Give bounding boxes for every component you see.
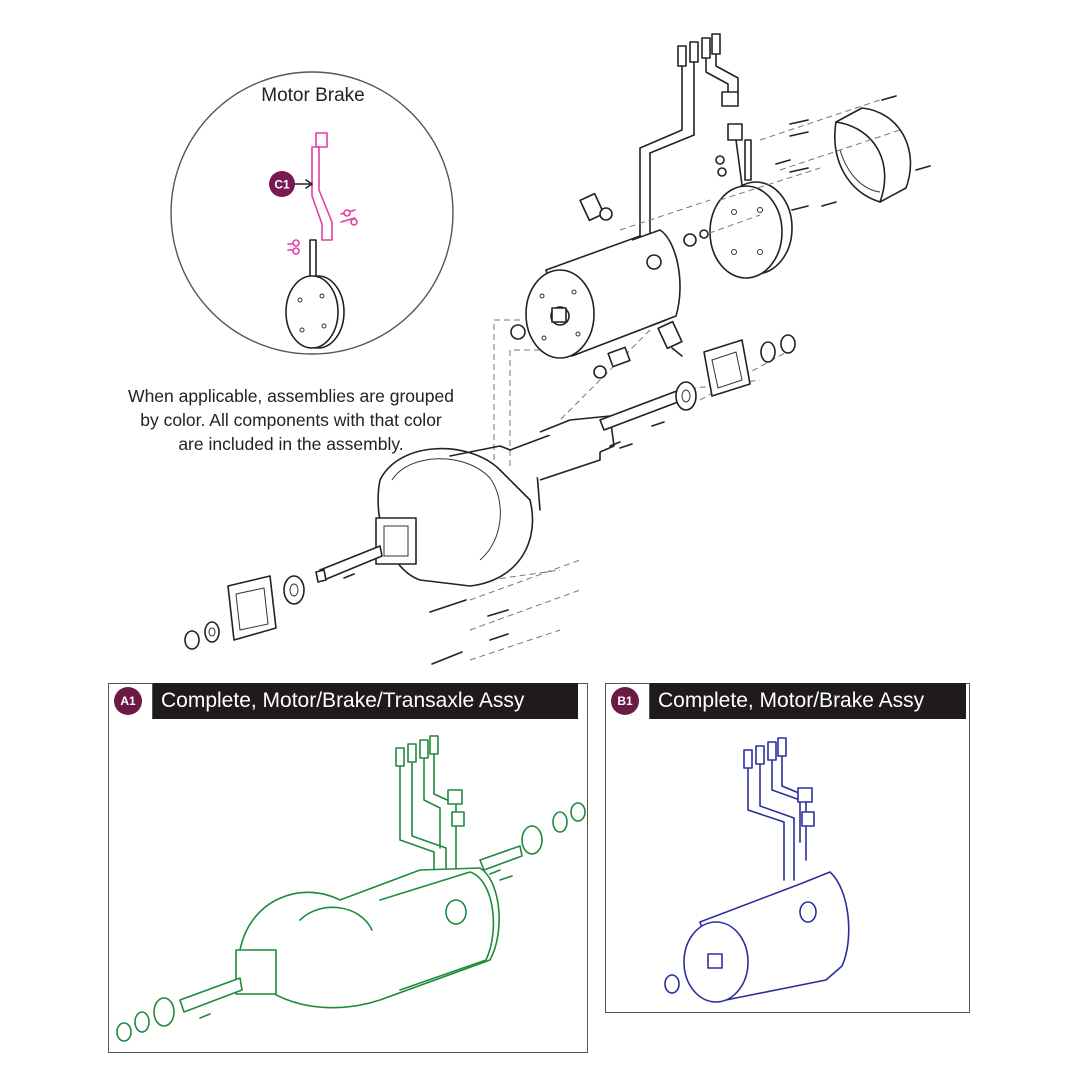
transaxle (315, 385, 695, 587)
axle-hardware-right (675, 334, 796, 411)
brake-cover (834, 107, 912, 203)
motor-brushes (579, 192, 709, 379)
callout-c1-label: C1 (274, 178, 290, 192)
panel-a1-header: A1 Complete, Motor/Brake/Transaxle Assy (108, 683, 578, 719)
panel-a1-title: Complete, Motor/Brake/Transaxle Assy (152, 683, 578, 719)
motor (510, 229, 681, 359)
brake-unit (285, 239, 345, 349)
note-line-2: by color. All components with that color (140, 410, 442, 430)
panel-b1 (605, 683, 970, 1013)
main-exploded-view (184, 33, 931, 665)
color-grouping-note: When applicable, assemblies are grouped … (110, 384, 472, 456)
callout-c1: C1 (269, 171, 313, 197)
wire-harness (639, 33, 745, 239)
detail-title: Motor Brake (261, 85, 365, 106)
axle-hardware-left (184, 575, 305, 650)
detail-circle (170, 71, 454, 355)
panel-a1 (108, 683, 588, 1053)
screws-brake (715, 95, 931, 211)
badge-b1: B1 (611, 687, 639, 715)
panel-b1-title: Complete, Motor/Brake Assy (649, 683, 966, 719)
badge-a1: A1 (114, 687, 142, 715)
mounting-bolts (429, 599, 509, 665)
assembly-guides (469, 99, 901, 661)
motor-brake-detail: C1 (170, 71, 454, 355)
brake-assembly (709, 139, 793, 279)
note-line-1: When applicable, assemblies are grouped (128, 386, 454, 406)
note-line-3: are included in the assembly. (178, 434, 404, 454)
assembly-a1-art (116, 735, 586, 1042)
panel-b1-header: B1 Complete, Motor/Brake Assy (605, 683, 966, 719)
brake-release-lever (287, 132, 358, 255)
assembly-b1-art (664, 737, 850, 1003)
